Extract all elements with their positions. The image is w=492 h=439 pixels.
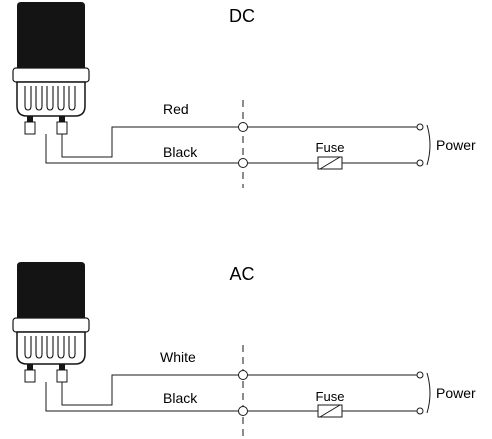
dc-title: DC <box>229 6 255 26</box>
ac-terminal-bottom <box>416 407 424 415</box>
dc-lamp-icon <box>12 2 90 135</box>
dc-wire-bottom-label: Black <box>163 144 198 160</box>
dc-wire-top-label: Red <box>163 101 189 117</box>
ac-power-bracket-icon <box>426 372 431 414</box>
ac-title: AC <box>229 264 254 284</box>
ac-junction-bottom <box>238 406 248 416</box>
ac-fuse-label: Fuse <box>316 389 345 404</box>
dc-terminal-bottom <box>416 159 424 167</box>
ac-power-label: Power <box>436 385 476 401</box>
ac-junction-top <box>238 370 248 380</box>
dc-diagram: DC Fuse <box>12 2 476 188</box>
ac-lamp-icon <box>12 262 90 383</box>
dc-junction-bottom <box>238 158 248 168</box>
ac-diagram: AC Fuse <box>12 262 476 436</box>
ac-wire-top-label: White <box>160 349 196 365</box>
ac-terminal-top <box>416 371 424 379</box>
dc-junction-top <box>238 122 248 132</box>
ac-wire-top <box>61 374 243 406</box>
dc-power-label: Power <box>436 137 476 153</box>
dc-terminal-top <box>416 123 424 131</box>
dc-wire-top <box>61 126 243 158</box>
ac-wire-bottom <box>45 382 243 412</box>
ac-fuse-icon <box>317 404 343 418</box>
dc-fuse-icon <box>317 156 343 170</box>
dc-wire-bottom <box>45 134 243 164</box>
dc-fuse-label: Fuse <box>316 140 345 155</box>
dc-power-bracket-icon <box>426 124 431 166</box>
ac-wire-bottom-label: Black <box>163 390 198 406</box>
